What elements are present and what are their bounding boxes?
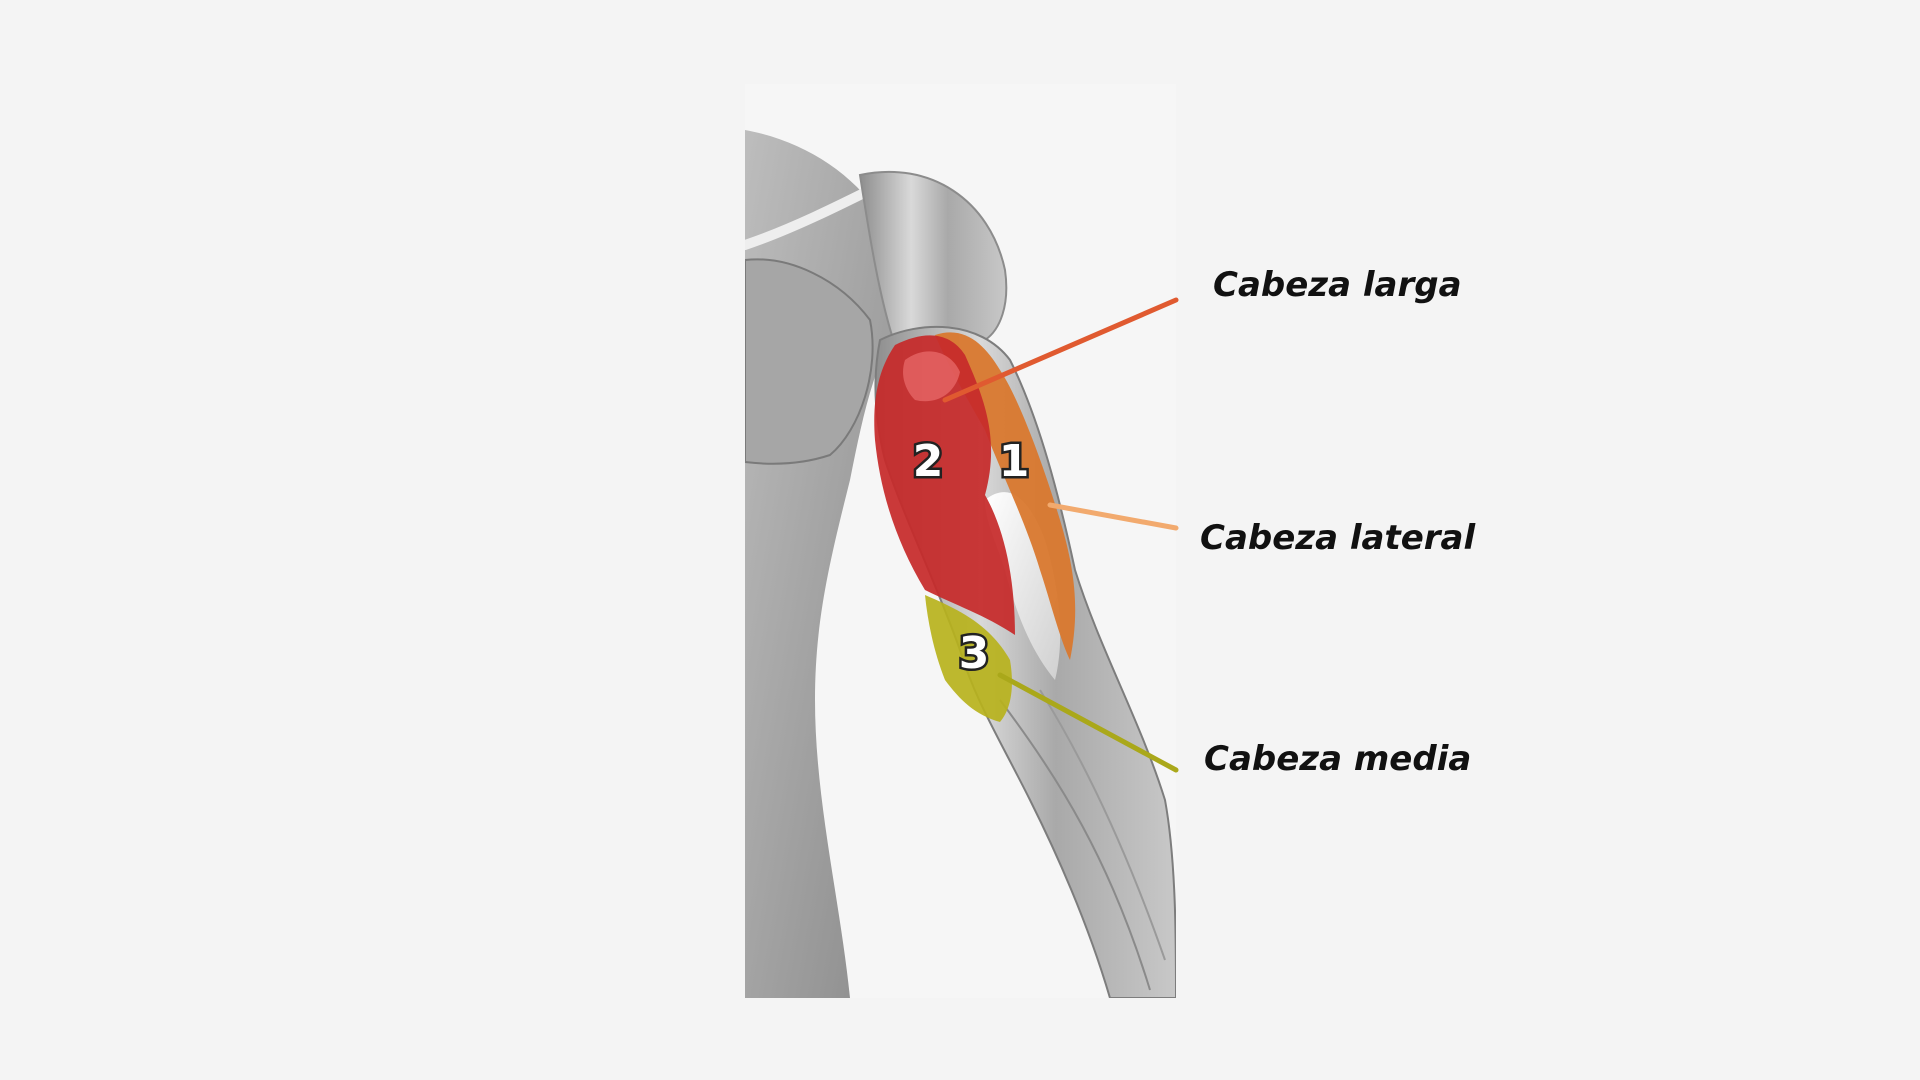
long-head-leader <box>942 297 1179 403</box>
marker-1: 1 <box>999 436 1030 487</box>
forearm-contour-2 <box>1039 689 1166 961</box>
lateral-head-leader <box>1047 502 1179 531</box>
medial-head-label: Cabeza media <box>1204 739 1472 779</box>
long-head-label: Cabeza larga <box>1213 265 1462 305</box>
marker-3: 3 <box>959 628 990 679</box>
medial-head-leader <box>997 672 1179 773</box>
marker-2: 2 <box>913 436 944 487</box>
lateral-head-region <box>935 332 1076 660</box>
long-head-highlight <box>903 351 960 402</box>
chest-contour <box>745 258 874 465</box>
medial-head-region <box>925 595 1012 722</box>
lateral-head-label: Cabeza lateral <box>1200 518 1476 558</box>
forearm-contour-1 <box>999 699 1151 991</box>
long-head-region <box>874 335 1015 635</box>
